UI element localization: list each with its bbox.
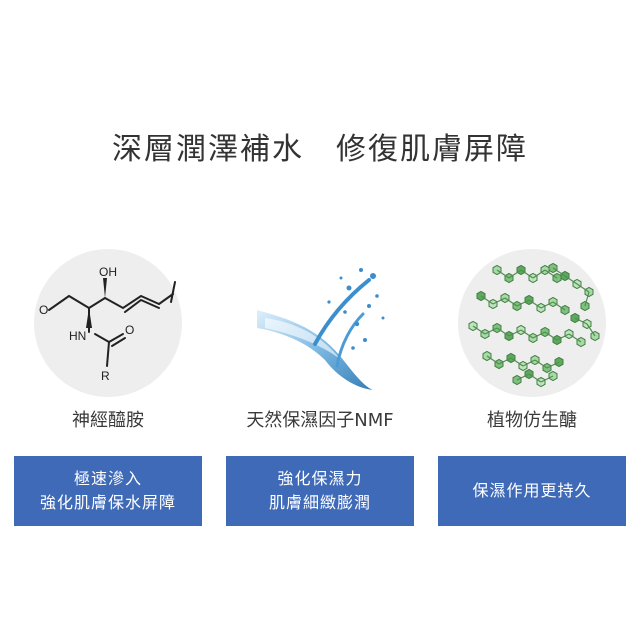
sugar-ring	[580, 300, 590, 312]
ingredient-label: 植物仿生醣	[487, 410, 577, 431]
polysaccharide-chains-icon	[458, 249, 606, 397]
sugar-ring	[468, 320, 478, 332]
oh-label: OH	[99, 265, 117, 279]
ceramide-molecule-icon: OH O HN O R	[34, 249, 182, 397]
water-splash-icon	[246, 249, 394, 397]
ingredient-label: 神經醯胺	[72, 410, 144, 431]
ingredient-ceramide: OH O HN O R 神經醯胺	[14, 248, 202, 434]
o-left-label: O	[39, 303, 48, 317]
ingredient-label: 天然保濕因子NMF	[246, 410, 394, 431]
r-label: R	[101, 369, 110, 383]
ingredient-nmf: 天然保濕因子NMF	[226, 248, 414, 434]
tag-line: 肌膚細緻膨潤	[268, 493, 371, 512]
tag-line: 保濕作用更持久	[472, 481, 592, 500]
tag-line: 強化保濕力	[277, 469, 363, 488]
ingredient-plant-sugar: 植物仿生醣	[438, 248, 626, 434]
benefit-tag-ceramide: 極速滲入 強化肌膚保水屏障	[14, 456, 202, 526]
benefit-tag-nmf: 強化保濕力 肌膚細緻膨潤	[226, 456, 414, 526]
tag-line: 強化肌膚保水屏障	[39, 493, 176, 512]
hn-label: HN	[69, 329, 86, 343]
benefit-tag-plant-sugar: 保濕作用更持久	[438, 456, 626, 526]
o-right-label: O	[125, 323, 134, 337]
page-headline: 深層潤澤補水 修復肌膚屏障	[112, 132, 528, 167]
tag-line: 極速滲入	[73, 469, 142, 488]
